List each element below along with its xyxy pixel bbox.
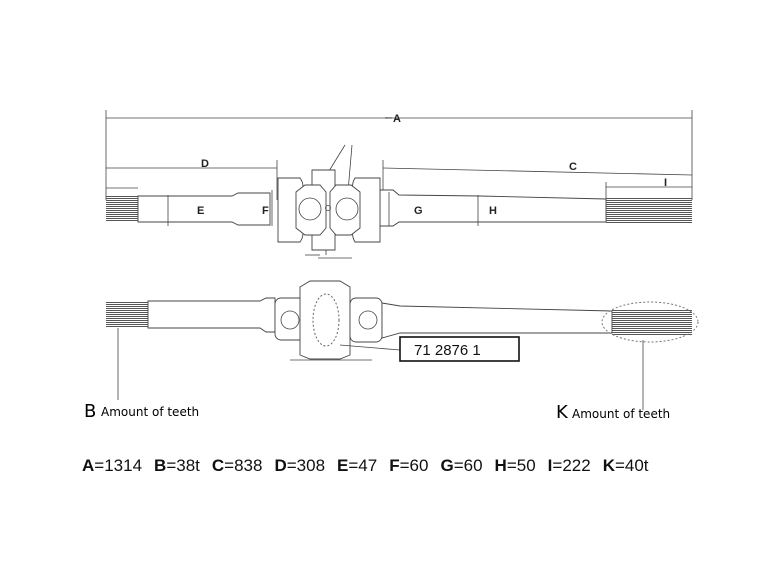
axle-side-view — [106, 280, 699, 410]
value-g: G=60 — [440, 456, 483, 475]
callout-b-text: Amount of teeth — [101, 405, 199, 419]
value-a: A=1314 — [82, 456, 143, 475]
left-spline — [106, 196, 138, 222]
dim-label-d: D — [201, 158, 209, 170]
value-h: H=50 — [494, 456, 536, 475]
callout-k-text: Amount of teeth — [572, 407, 670, 421]
right-spline-side — [612, 309, 692, 336]
dim-label-a: A — [393, 113, 401, 125]
value-f: F=60 — [389, 456, 429, 475]
value-b: B=38t — [154, 456, 200, 475]
dim-label-h: H — [489, 205, 497, 217]
left-spline-side — [106, 301, 148, 328]
dimension-lines — [105, 110, 693, 259]
callout-k-letter: K — [556, 402, 569, 423]
axle-top-view — [106, 169, 692, 251]
value-k: K=40t — [602, 456, 649, 475]
section-lines — [167, 190, 479, 226]
value-e: E=47 — [337, 456, 378, 475]
callout-b-letter: B — [84, 401, 96, 422]
value-c: C=838 — [211, 456, 263, 475]
dim-label-f: F — [262, 205, 269, 217]
svg-text:mm: mm — [385, 115, 392, 120]
part-number-box — [399, 336, 520, 362]
dim-label-i: I — [664, 177, 667, 189]
right-spline — [606, 198, 692, 224]
dimension-values: A=1314 B=38t C=838 D=308 E=47 F=60 G=60 … — [82, 456, 661, 476]
dim-label-g: G — [414, 205, 423, 217]
value-d: D=308 — [274, 456, 326, 475]
part-number: 71 2876 1 — [414, 342, 481, 359]
dim-label-c: C — [569, 161, 577, 173]
dim-label-e: E — [197, 205, 204, 217]
value-i: I=222 — [547, 456, 591, 475]
